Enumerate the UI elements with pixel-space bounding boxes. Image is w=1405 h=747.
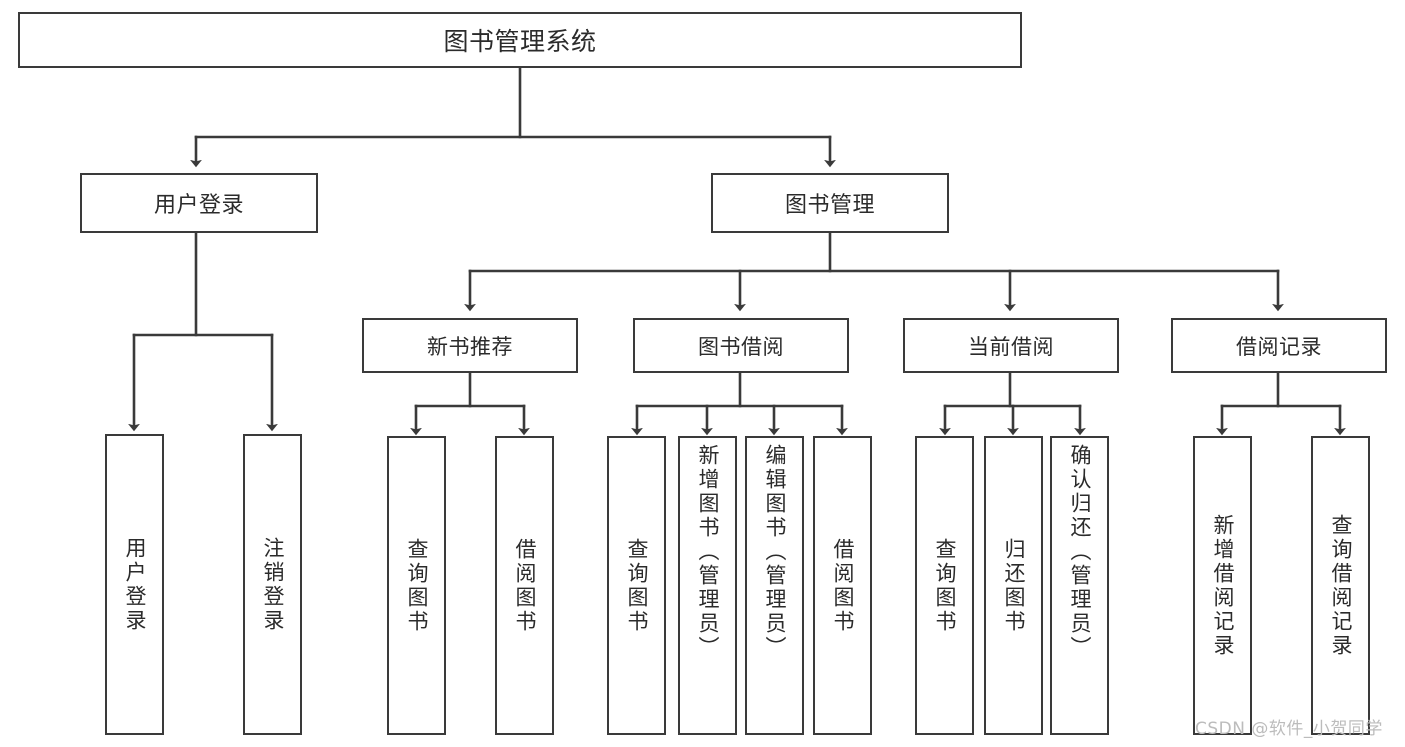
node-user-login[interactable]: 用户登录 <box>80 173 318 233</box>
node-label: 图书管理 <box>784 193 875 218</box>
node-label: 图书借阅 <box>698 334 784 359</box>
leaf-newbook-query-books[interactable]: 查询图书 <box>387 436 446 735</box>
node-borrow-record[interactable]: 借阅记录 <box>1171 318 1387 373</box>
node-label: 用户登录 <box>123 536 147 633</box>
node-label: 新增借阅记录 <box>1211 513 1235 658</box>
node-label: 图书管理系统 <box>443 27 597 56</box>
leaf-current-confirm-return-admin[interactable]: 确认归还（管理员） <box>1050 436 1109 735</box>
node-label: 归还图书 <box>1002 537 1026 634</box>
leaf-borrow-query-books[interactable]: 查询图书 <box>607 436 666 735</box>
leaf-borrow-add-book-admin[interactable]: 新增图书（管理员） <box>678 436 737 735</box>
node-label: 借阅记录 <box>1236 334 1322 359</box>
leaf-record-query-borrow-record[interactable]: 查询借阅记录 <box>1311 436 1370 735</box>
node-label: 编辑图书（管理员） <box>763 444 787 660</box>
node-label: 查询图书 <box>405 537 429 634</box>
node-label: 新书推荐 <box>427 334 513 359</box>
leaf-user-login[interactable]: 用户登录 <box>105 434 164 735</box>
node-label: 确认归还（管理员） <box>1068 444 1092 660</box>
node-root-book-management-system[interactable]: 图书管理系统 <box>18 12 1022 68</box>
node-label: 新增图书（管理员） <box>696 444 720 660</box>
node-label: 借阅图书 <box>513 537 537 634</box>
node-label: 当前借阅 <box>968 334 1054 359</box>
node-label: 查询图书 <box>933 537 957 634</box>
leaf-current-return-books[interactable]: 归还图书 <box>984 436 1043 735</box>
node-label: 注销登录 <box>261 536 285 633</box>
node-new-book-recommendation[interactable]: 新书推荐 <box>362 318 578 373</box>
node-current-borrow[interactable]: 当前借阅 <box>903 318 1119 373</box>
node-label: 借阅图书 <box>831 537 855 634</box>
leaf-logout[interactable]: 注销登录 <box>243 434 302 735</box>
leaf-borrow-edit-book-admin[interactable]: 编辑图书（管理员） <box>745 436 804 735</box>
leaf-record-add-borrow-record[interactable]: 新增借阅记录 <box>1193 436 1252 735</box>
node-label: 用户登录 <box>153 193 244 218</box>
leaf-borrow-borrow-books[interactable]: 借阅图书 <box>813 436 872 735</box>
leaf-newbook-borrow-books[interactable]: 借阅图书 <box>495 436 554 735</box>
node-book-management[interactable]: 图书管理 <box>711 173 949 233</box>
node-label: 查询借阅记录 <box>1329 513 1353 658</box>
leaf-current-query-books[interactable]: 查询图书 <box>915 436 974 735</box>
node-book-borrow[interactable]: 图书借阅 <box>633 318 849 373</box>
node-label: 查询图书 <box>625 537 649 634</box>
